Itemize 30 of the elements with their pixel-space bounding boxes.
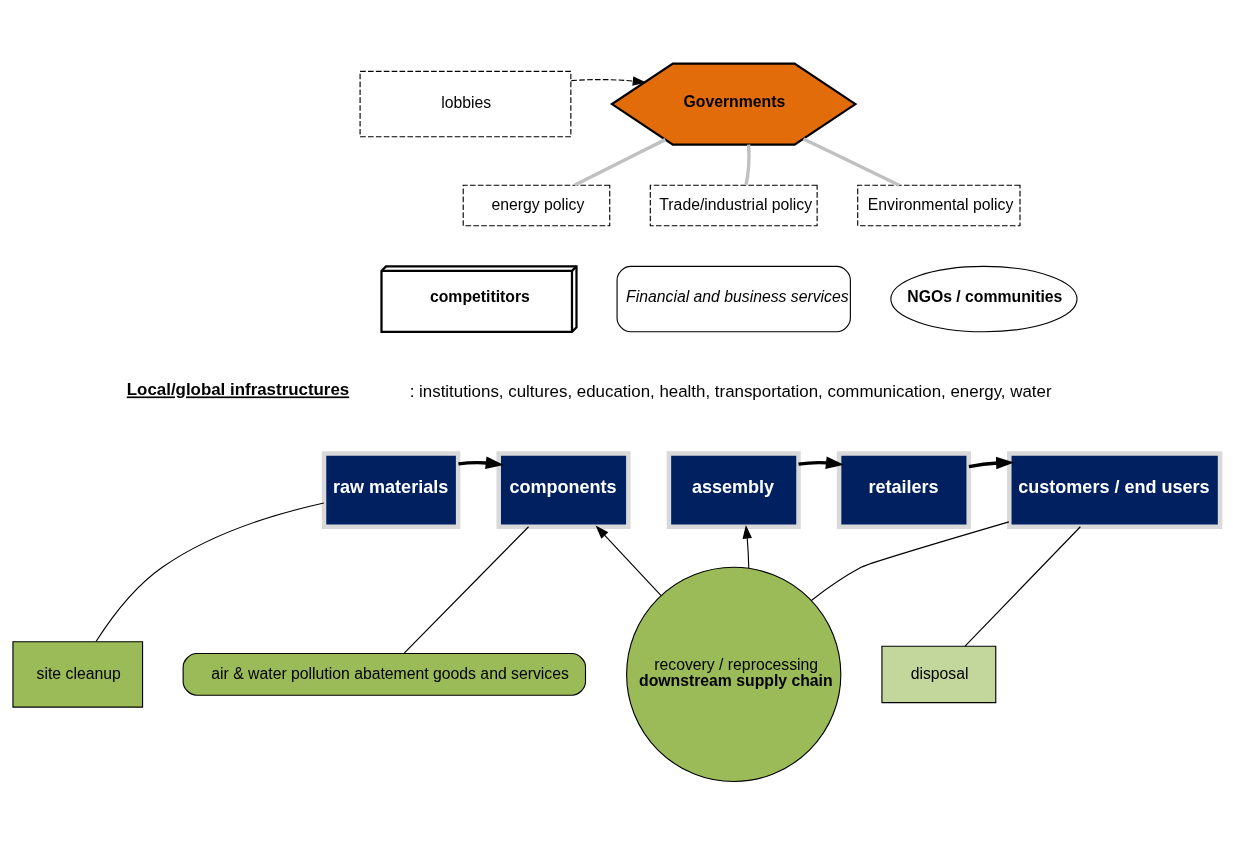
node-box: site cleanup xyxy=(12,640,144,708)
label: : institutions, cultures, education, health, transportation, communication, energy, water xyxy=(409,381,1052,401)
node-ellipse: NGOs / communities xyxy=(890,265,1078,332)
connector xyxy=(810,520,1010,601)
arrow xyxy=(595,525,662,596)
arrow xyxy=(458,456,504,469)
node-box: components xyxy=(496,450,631,529)
node-box: lobbies xyxy=(359,70,572,137)
connector xyxy=(964,525,1081,647)
arrow xyxy=(742,524,752,569)
node-circle: recovery / reprocessing downstream supply chain xyxy=(626,566,842,782)
label: Local/global infrastructures xyxy=(126,379,350,399)
connector xyxy=(744,144,751,185)
arrow xyxy=(798,455,844,469)
node-box: air & water pollution abatement goods and services xyxy=(182,652,587,696)
connector xyxy=(802,136,900,187)
connector xyxy=(403,525,530,654)
node-box: retailers xyxy=(836,450,971,529)
node-box: Financial and business services xyxy=(616,265,851,332)
node-box: disposal xyxy=(881,645,997,703)
connector xyxy=(574,137,667,187)
arrow xyxy=(570,75,647,86)
arrow xyxy=(968,456,1015,469)
node-box: raw materials xyxy=(321,450,461,529)
node-box: assembly xyxy=(666,450,801,529)
node-box: Trade/industrial policy xyxy=(649,184,818,226)
node-box: energy policy xyxy=(462,184,611,226)
node-box: customers / end users xyxy=(1007,450,1223,529)
node-box: Environmental policy xyxy=(857,184,1021,226)
connector xyxy=(95,501,325,642)
